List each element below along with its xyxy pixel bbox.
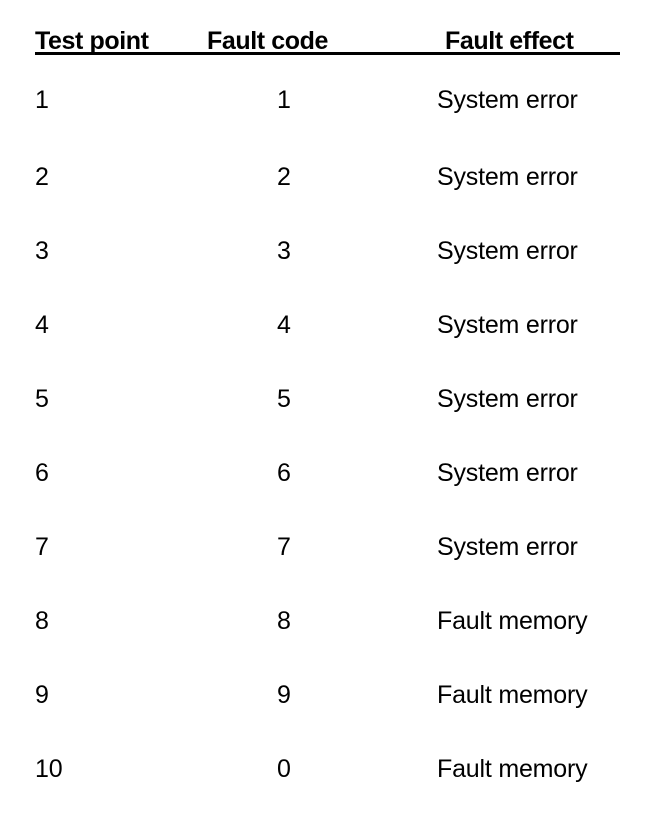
cell-fault-code: 1 bbox=[277, 85, 291, 114]
column-header-fault-code: Fault code bbox=[207, 27, 329, 55]
cell-test-point: 4 bbox=[35, 310, 49, 339]
table-row: 3 3 System error bbox=[0, 214, 672, 288]
cell-fault-code: 2 bbox=[277, 162, 291, 191]
header-underline-rule bbox=[35, 52, 620, 55]
cell-fault-effect: System error bbox=[437, 310, 578, 339]
table-row: 7 7 System error bbox=[0, 510, 672, 584]
cell-test-point: 8 bbox=[35, 606, 49, 635]
cell-fault-code: 8 bbox=[277, 606, 291, 635]
cell-test-point: 9 bbox=[35, 680, 49, 709]
table-header-row: Test point Fault code Fault effect bbox=[0, 0, 672, 60]
cell-test-point: 1 bbox=[35, 85, 49, 114]
cell-fault-effect: System error bbox=[437, 532, 578, 561]
cell-test-point: 3 bbox=[35, 236, 49, 265]
cell-fault-code: 0 bbox=[277, 754, 291, 783]
cell-test-point: 7 bbox=[35, 532, 49, 561]
cell-fault-code: 9 bbox=[277, 680, 291, 709]
table-row: 4 4 System error bbox=[0, 288, 672, 362]
table-row: 6 6 System error bbox=[0, 436, 672, 510]
table-row: 2 2 System error bbox=[0, 140, 672, 214]
table-row: 5 5 System error bbox=[0, 362, 672, 436]
cell-fault-effect: System error bbox=[437, 162, 578, 191]
table-row: 8 8 Fault memory bbox=[0, 584, 672, 658]
cell-fault-code: 4 bbox=[277, 310, 291, 339]
cell-fault-code: 5 bbox=[277, 384, 291, 413]
cell-fault-effect: System error bbox=[437, 384, 578, 413]
column-header-fault-effect: Fault effect bbox=[445, 27, 574, 55]
table-body: 1 1 System error 2 2 System error 3 3 Sy… bbox=[0, 60, 672, 806]
table-row: 10 0 Fault memory bbox=[0, 732, 672, 806]
cell-fault-code: 3 bbox=[277, 236, 291, 265]
column-header-test-point: Test point bbox=[35, 27, 149, 55]
cell-fault-effect: System error bbox=[437, 458, 578, 487]
cell-fault-effect: System error bbox=[437, 236, 578, 265]
table-header: Test point Fault code Fault effect bbox=[0, 0, 672, 60]
cell-test-point: 10 bbox=[35, 754, 63, 783]
cell-fault-effect: Fault memory bbox=[437, 754, 588, 783]
table-row: 1 1 System error bbox=[0, 60, 672, 140]
cell-fault-effect: Fault memory bbox=[437, 606, 588, 635]
table-row: 9 9 Fault memory bbox=[0, 658, 672, 732]
cell-test-point: 6 bbox=[35, 458, 49, 487]
cell-fault-effect: Fault memory bbox=[437, 680, 588, 709]
cell-fault-code: 7 bbox=[277, 532, 291, 561]
cell-test-point: 2 bbox=[35, 162, 49, 191]
cell-fault-effect: System error bbox=[437, 85, 578, 114]
cell-test-point: 5 bbox=[35, 384, 49, 413]
cell-fault-code: 6 bbox=[277, 458, 291, 487]
